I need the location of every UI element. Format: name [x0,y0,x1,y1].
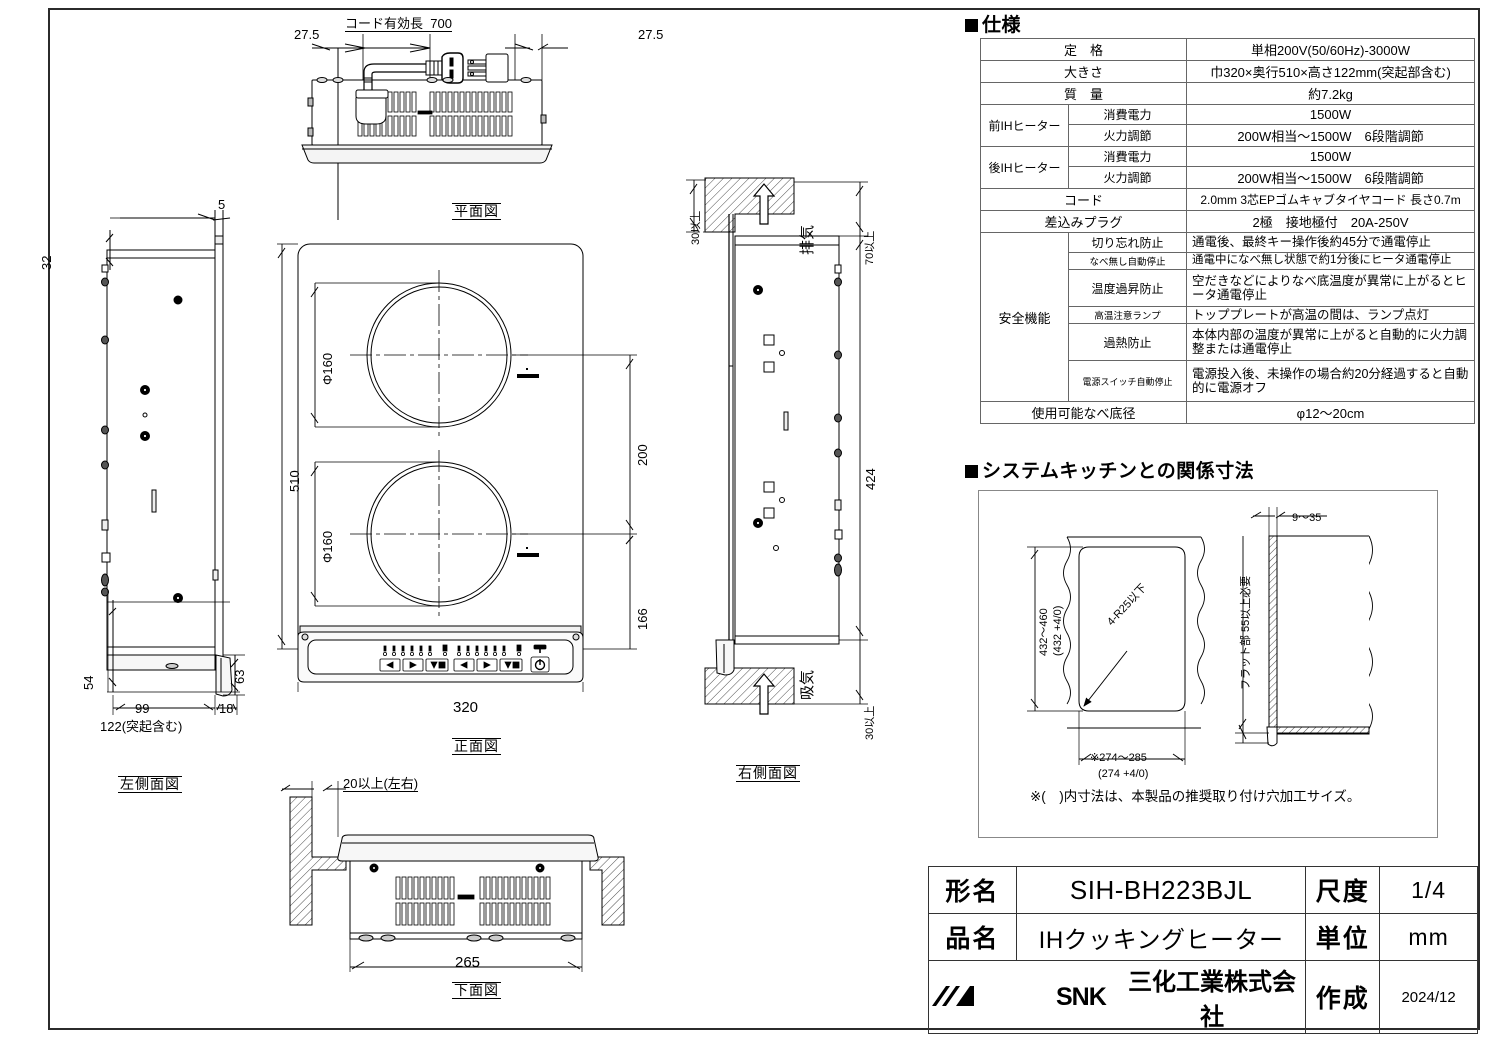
dim-side-18: 18 [219,701,234,716]
dim-depth-510: 510 [287,470,302,492]
dim-dia-front: Φ160 [320,530,335,563]
model-value: SIH-BH223BJL [1015,866,1307,914]
table-row: 大きさ巾320×奥行510×高さ122mm(突起部含む) [979,60,1476,83]
plan-view [300,20,660,220]
spec-heading: 仕様 [965,10,1021,37]
dim-width-320: 320 [453,699,479,716]
dim-kitchen-height: 432～460 [1038,608,1050,656]
bullet-square-icon-2 [965,465,978,478]
dim-exhaust-70: 70以上 [864,230,876,265]
table-row: 質 量約7.2kg [979,82,1476,105]
company-name: 三化工業株式会社 [1128,969,1297,1031]
date-key: 作成 [1305,960,1381,1034]
spec-section: 仕様 [965,10,1021,37]
dim-pitch-200: 200 [635,444,650,466]
dim-side-54: 54 [81,675,96,690]
dim-side-122: 122(突起含む) [100,719,183,734]
dim-bottom-265: 265 [455,954,481,971]
dim-right-424: 424 [863,468,878,490]
table-row: 過熱防止本体内部の温度が異常に上がると自動的に火力調整または通電停止 [981,323,1476,362]
label-exhaust: 排気 [799,224,816,255]
name-key: 品名 [928,913,1017,961]
kitchen-diagram-box [978,490,1438,838]
dim-top-thickness: 5 [218,197,226,212]
view-label-left: 左側面図 [118,776,182,794]
title-block-row-name: 品名 IHクッキングヒーター 単位 mm [928,913,1478,961]
right-side-view [672,170,882,750]
model-key: 形名 [928,866,1017,914]
kitchen-section-heading: システムキッチンとの関係寸法 [965,456,1254,483]
dim-side-clearance: 20以上(左右) [343,776,419,793]
name-value: IHクッキングヒーター [1015,913,1307,961]
scale-key: 尺度 [1305,866,1381,914]
dim-kitchen-width: ※274～285 [1090,752,1147,764]
snk-logo-icon [930,982,1042,1012]
dim-kitchen-flat: フラット部 55以上必要 [1240,575,1252,690]
view-label-bottom: 下面図 [452,982,501,1000]
main-top-view [272,222,672,692]
dim-offset-right: 27.5 [638,27,664,42]
brand-text: SNK [1056,982,1107,1011]
table-row: 電源スイッチ自動停止電源投入後、未操作の場合約20分経過すると自動的に電源オフ [981,360,1476,403]
left-side-view [80,200,255,720]
table-row: なべ無し自動停止通電中になべ無し状態で約1分後にヒータ通電停止 [981,252,1476,270]
dim-cord-label: コード有効長 700 [345,16,452,33]
dim-kitchen-height-sub: (432 +4/0) [1052,605,1064,656]
dim-clear-top-30: 30以上 [690,210,702,245]
view-label-right: 右側面図 [736,765,800,783]
dim-clear-bottom-30: 30以上 [864,705,876,740]
kitchen-note: ※( )内寸法は、本製品の推奨取り付け穴加工サイズ。 [1030,789,1361,804]
view-label-front: 正面図 [452,738,501,756]
drawing-frame [48,8,1480,1030]
unit-value: mm [1379,913,1478,961]
title-block-row-company: SNK 三化工業株式会社 作成 2024/12 [927,960,1478,1034]
dim-side-99: 99 [135,701,150,716]
table-row: 高温注意ランプトッププレートが高温の間は、ランプ点灯 [981,305,1476,325]
date-value: 2024/12 [1379,960,1478,1034]
table-row: 温度過昇防止空だきなどによりなべ底温度が異常に上がるとヒータ通電停止 [981,269,1476,307]
label-intake: 吸気 [799,669,816,700]
dim-lip-height: 32 [39,255,54,270]
dim-dia-rear: Φ160 [320,352,335,385]
dim-kitchen-width-sub: (274 +4/0) [1098,768,1149,780]
bottom-view [268,775,668,1005]
dim-offset-left: 27.5 [294,27,320,42]
title-block-row-model: 形名 SIH-BH223BJL 尺度 1/4 [928,866,1478,914]
bullet-square-icon [965,19,978,32]
title-block: 形名 SIH-BH223BJL 尺度 1/4 品名 IHクッキングヒーター 単位… [927,866,1478,1034]
table-row: 安全機能切り忘れ防止通電後、最終キー操作後約45分で通電停止 [980,231,1476,403]
unit-key: 単位 [1305,913,1381,961]
spec-table-wrap: 定 格単相200V(50/60Hz)-3000W 大きさ巾320×奥行510×高… [979,38,1476,425]
table-row: 定 格単相200V(50/60Hz)-3000W [979,38,1476,61]
spec-table: 定 格単相200V(50/60Hz)-3000W 大きさ巾320×奥行510×高… [979,38,1476,425]
scale-value: 1/4 [1379,866,1478,914]
view-label-plan: 平面図 [452,203,501,221]
company-cell: SNK 三化工業株式会社 [927,960,1307,1034]
dim-kitchen-top: 9～35 [1292,512,1322,524]
dim-front-166: 166 [635,608,650,630]
dim-side-63: 63 [232,669,247,684]
